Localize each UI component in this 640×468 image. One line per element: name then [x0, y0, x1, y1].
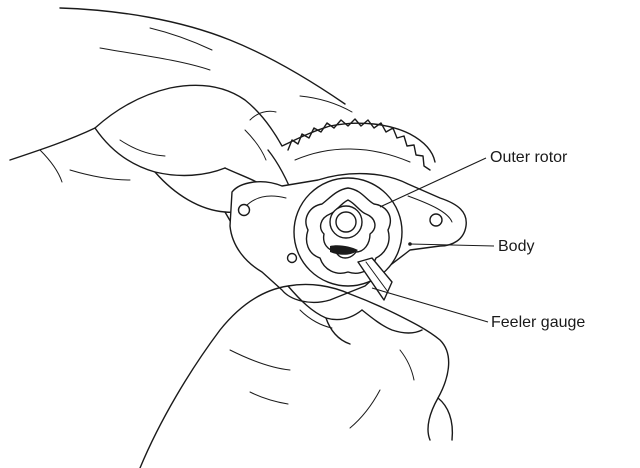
label-body: Body — [498, 238, 534, 255]
bolt-hole-left — [239, 205, 250, 216]
label-outer-rotor: Outer rotor — [490, 149, 568, 166]
bolt-hole-lower — [288, 254, 297, 263]
outer-rotor-drawing — [294, 178, 402, 286]
label-feeler-gauge: Feeler gauge — [491, 314, 585, 331]
drive-gear-drawing — [288, 119, 430, 170]
bolt-hole-right — [430, 214, 442, 226]
leader-feeler-gauge — [372, 288, 488, 322]
